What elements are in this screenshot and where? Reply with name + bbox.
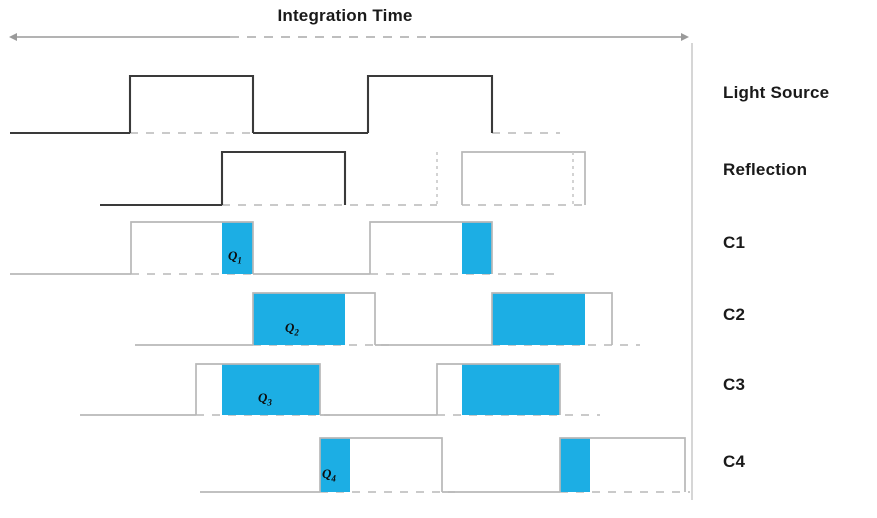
pulse-light-source-1 [366, 74, 494, 133]
pulse-reflection-1 [461, 151, 586, 205]
row-label-light-source: Light Source [723, 83, 830, 102]
pulse-c4-0 [319, 437, 443, 492]
pulse-c4-1 [559, 437, 686, 492]
waveform-row-c2 [135, 292, 640, 346]
waveform-row-reflection [100, 150, 590, 207]
row-label-c4: C4 [723, 452, 746, 471]
charge-fill-c2-1 [492, 293, 585, 345]
charge-fill-c4-0 [320, 438, 350, 492]
waveform-row-light-source [10, 74, 560, 135]
charge-fill-c1-0 [222, 222, 253, 274]
charge-fill-c3-1 [462, 364, 560, 415]
row-label-reflection: Reflection [723, 160, 808, 179]
pulse-reflection-0 [220, 150, 347, 205]
row-label-c3: C3 [723, 375, 746, 394]
charge-fill-c3-0 [222, 364, 320, 415]
waveform-row-c3 [80, 363, 600, 416]
pulse-c2-0 [252, 292, 376, 345]
pulse-c2-1 [491, 292, 613, 345]
charge-fill-c2-0 [253, 293, 345, 345]
charge-fill-c1-1 [462, 222, 492, 274]
waveform-traces [10, 74, 690, 493]
pulse-c3-1 [436, 363, 561, 415]
pulse-c1-1 [369, 221, 493, 274]
waveform-row-c1 [10, 221, 560, 275]
pulse-light-source-0 [128, 74, 255, 133]
integration-time-title: Integration Time [277, 6, 413, 25]
pulse-c1-0 [130, 221, 254, 274]
pulse-c3-0 [195, 363, 321, 415]
row-label-c2: C2 [723, 305, 746, 324]
row-label-c1: C1 [723, 233, 746, 252]
charge-fill-c4-1 [560, 438, 590, 492]
waveform-row-c4 [200, 437, 690, 493]
